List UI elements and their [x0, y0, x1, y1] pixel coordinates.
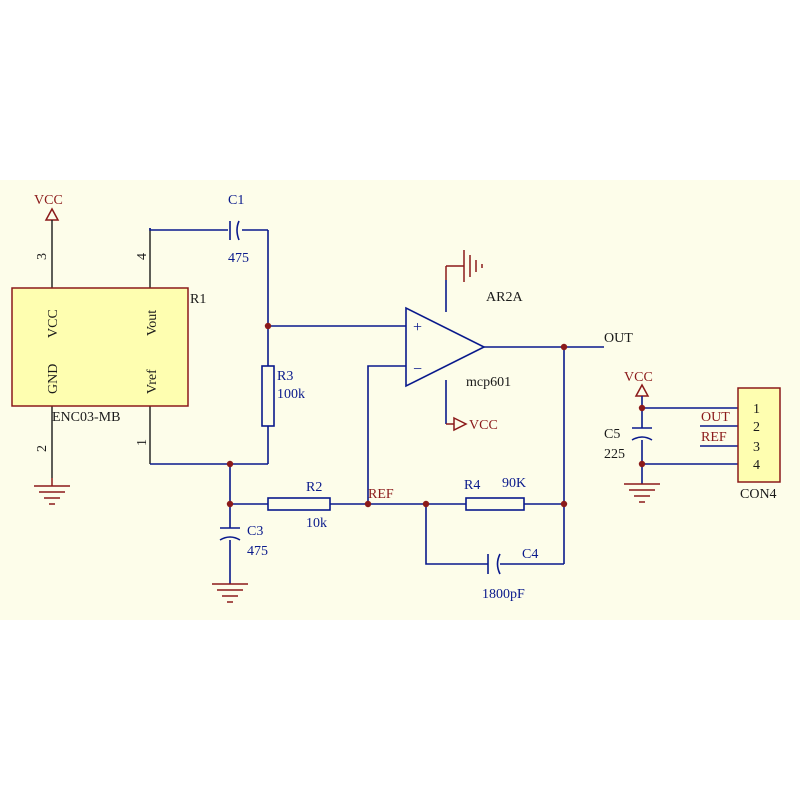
- opamp-plus-sign: +: [413, 319, 422, 336]
- r4-value: 90K: [502, 476, 526, 491]
- capacitor-c1[interactable]: [229, 220, 240, 241]
- wires: [149, 228, 604, 584]
- vcc-opamp-label: VCC: [469, 418, 498, 433]
- c5-value: 225: [604, 447, 625, 462]
- r3-value: 100k: [277, 387, 305, 402]
- sensor-pin-num-vout: 4: [135, 253, 150, 260]
- r3-name: R3: [277, 369, 293, 384]
- opamp-part-name: mcp601: [466, 375, 511, 390]
- gyro-sensor-component[interactable]: VCC GND Vout Vref: [11, 287, 189, 407]
- vcc-top-label: VCC: [34, 193, 63, 208]
- net-label-ref: REF: [368, 487, 394, 502]
- connector-net-out: OUT: [701, 410, 730, 425]
- capacitor-c5[interactable]: [631, 427, 653, 441]
- opamp-component[interactable]: + −: [405, 306, 486, 388]
- sensor-part-name: ENC03-MB: [52, 410, 120, 425]
- junction-dot: [364, 500, 372, 508]
- ground-symbol-connector: [624, 483, 660, 503]
- c1-value: 475: [228, 251, 249, 266]
- connector-body: [737, 387, 781, 483]
- c4-name: C4: [522, 547, 538, 562]
- c5-name: C5: [604, 427, 620, 442]
- junction-dot: [638, 404, 646, 412]
- c3-name: C3: [247, 524, 263, 539]
- resistor-r3[interactable]: [261, 365, 275, 427]
- connector-pin-1: 1: [753, 402, 760, 417]
- junction-dot: [226, 500, 234, 508]
- sensor-designator: R1: [190, 292, 206, 307]
- net-label-out: OUT: [604, 331, 633, 346]
- ground-symbol-c3: [212, 583, 248, 603]
- capacitor-c4[interactable]: [487, 553, 501, 575]
- connector-designator: CON4: [740, 487, 777, 502]
- sensor-pin-num-vref: 1: [135, 439, 150, 446]
- r2-value: 10k: [306, 516, 327, 531]
- r2-name: R2: [306, 480, 322, 495]
- sensor-label-gnd: GND: [46, 364, 61, 394]
- opamp-minus-sign: −: [413, 361, 422, 378]
- sensor-label-vref: Vref: [145, 369, 160, 394]
- sensor-label-vout: Vout: [145, 310, 160, 336]
- resistor-r2[interactable]: [267, 497, 331, 511]
- connector-pin-2: 2: [753, 420, 760, 435]
- opamp-designator: AR2A: [486, 290, 523, 305]
- sensor-pin-num-vcc: 3: [35, 253, 50, 260]
- vcc-opamp-symbol: VCC: [446, 416, 498, 433]
- ground-symbol-opamp: [445, 250, 483, 282]
- junction-dot: [226, 460, 234, 468]
- junction-dot: [264, 322, 272, 330]
- resistor-r4[interactable]: [465, 497, 525, 511]
- c4-value: 1800pF: [482, 587, 525, 602]
- c1-name: C1: [228, 193, 244, 208]
- junction-dot: [560, 343, 568, 351]
- connector-pin-4: 4: [753, 458, 760, 473]
- r4-name: R4: [464, 478, 480, 493]
- sensor-pin-num-gnd: 2: [35, 445, 50, 452]
- vcc-connector-label: VCC: [624, 370, 653, 385]
- sensor-label-vcc: VCC: [46, 309, 61, 338]
- junction-dot: [560, 500, 568, 508]
- connector-net-ref: REF: [701, 430, 727, 445]
- connector-con4[interactable]: 1 2 3 4: [737, 387, 781, 483]
- connector-pin-3: 3: [753, 440, 760, 455]
- sensor-body: [11, 287, 189, 407]
- c3-value: 475: [247, 544, 268, 559]
- capacitor-c3[interactable]: [219, 527, 241, 541]
- junction-dot: [422, 500, 430, 508]
- ground-symbol-sensor: [34, 478, 70, 505]
- junction-dot: [638, 460, 646, 468]
